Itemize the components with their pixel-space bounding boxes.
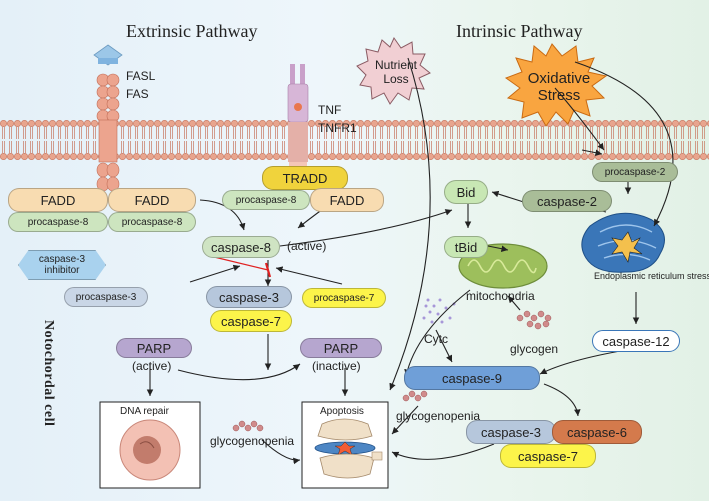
er-stress-label: Endoplasmic reticulum stress (594, 271, 709, 281)
inhibition-bar (264, 262, 272, 278)
procaspase2-node: procaspase-2 (592, 162, 678, 182)
nutrient-loss-burst (356, 36, 431, 105)
procaspase8-mid-node: procaspase-8 (108, 212, 196, 232)
intrinsic-pathway-title: Intrinsic Pathway (456, 21, 583, 41)
procaspase7-node: procaspase-7 (302, 288, 386, 308)
glycogenopenia-right-label: glycogenopenia (396, 409, 481, 423)
inhibition-line (209, 255, 269, 271)
cytc-dots (422, 298, 456, 324)
cell-membrane (0, 120, 709, 160)
nutrient-loss-label: Nutrient Loss (374, 58, 418, 86)
dna-repair-label: DNA repair (120, 406, 169, 417)
glycogen-label: glycogen (510, 342, 559, 356)
parp-inactive-state-label: (inactive) (312, 359, 361, 373)
extrinsic-pathway-title: Extrinsic Pathway (126, 21, 258, 41)
bid-node: Bid (444, 180, 488, 204)
tnf-label: TNF (318, 103, 342, 117)
fas-receptor (93, 44, 123, 192)
cell-nucleus-graphic (119, 419, 181, 481)
parp-active-state-label: (active) (132, 359, 172, 373)
tnfr1-label: TNFR1 (318, 121, 357, 135)
fadd-left-node: FADD (8, 188, 108, 212)
caspase3-right-node: caspase-3 (466, 420, 556, 444)
caspase3-node: caspase-3 (206, 286, 292, 308)
caspase8-node: caspase-8 (202, 236, 280, 258)
pathway-arrows (146, 57, 674, 465)
mitochondria-label: mitochondria (466, 289, 535, 303)
cytc-label: Cytc (424, 332, 448, 346)
tbid-node: tBid (444, 236, 488, 258)
fas-label: FAS (126, 87, 149, 101)
glycogen-granules (516, 310, 552, 330)
glycogen-granules-small (232, 390, 428, 432)
caspase12-node: caspase-12 (592, 330, 680, 352)
parp-inactive-node: PARP (300, 338, 382, 358)
parp-active-node: PARP (116, 338, 192, 358)
tnfr1-receptor (287, 64, 309, 172)
endoplasmic-reticulum-graphic (581, 212, 665, 273)
oxidative-stress-label: Oxidative Stress (527, 70, 591, 104)
glycogenopenia-left-label: glycogenopenia (210, 434, 295, 448)
spine-graphic (314, 418, 383, 479)
caspase7-node: caspase-7 (210, 310, 292, 332)
fasl-label: FASL (126, 69, 156, 83)
notochordal-cell-label: Notochordal cell (41, 320, 56, 427)
caspase2-node: caspase-2 (522, 190, 612, 212)
procaspase8-right-node: procaspase-8 (222, 190, 310, 210)
fadd-mid-node: FADD (108, 188, 196, 212)
caspase8-active-label: (active) (287, 239, 327, 253)
procaspase8-left-node: procaspase-8 (8, 212, 108, 232)
caspase3-inhibitor-node: caspase-3 inhibitor (18, 250, 106, 280)
fadd-right-node: FADD (310, 188, 384, 212)
caspase9-node: caspase-9 (404, 366, 540, 390)
procaspase3-node: procaspase-3 (64, 287, 148, 307)
caspase6-node: caspase-6 (552, 420, 642, 444)
apoptosis-label: Apoptosis (320, 406, 364, 417)
caspase7-right-node: caspase-7 (500, 444, 596, 468)
tradd-node: TRADD (262, 166, 348, 190)
